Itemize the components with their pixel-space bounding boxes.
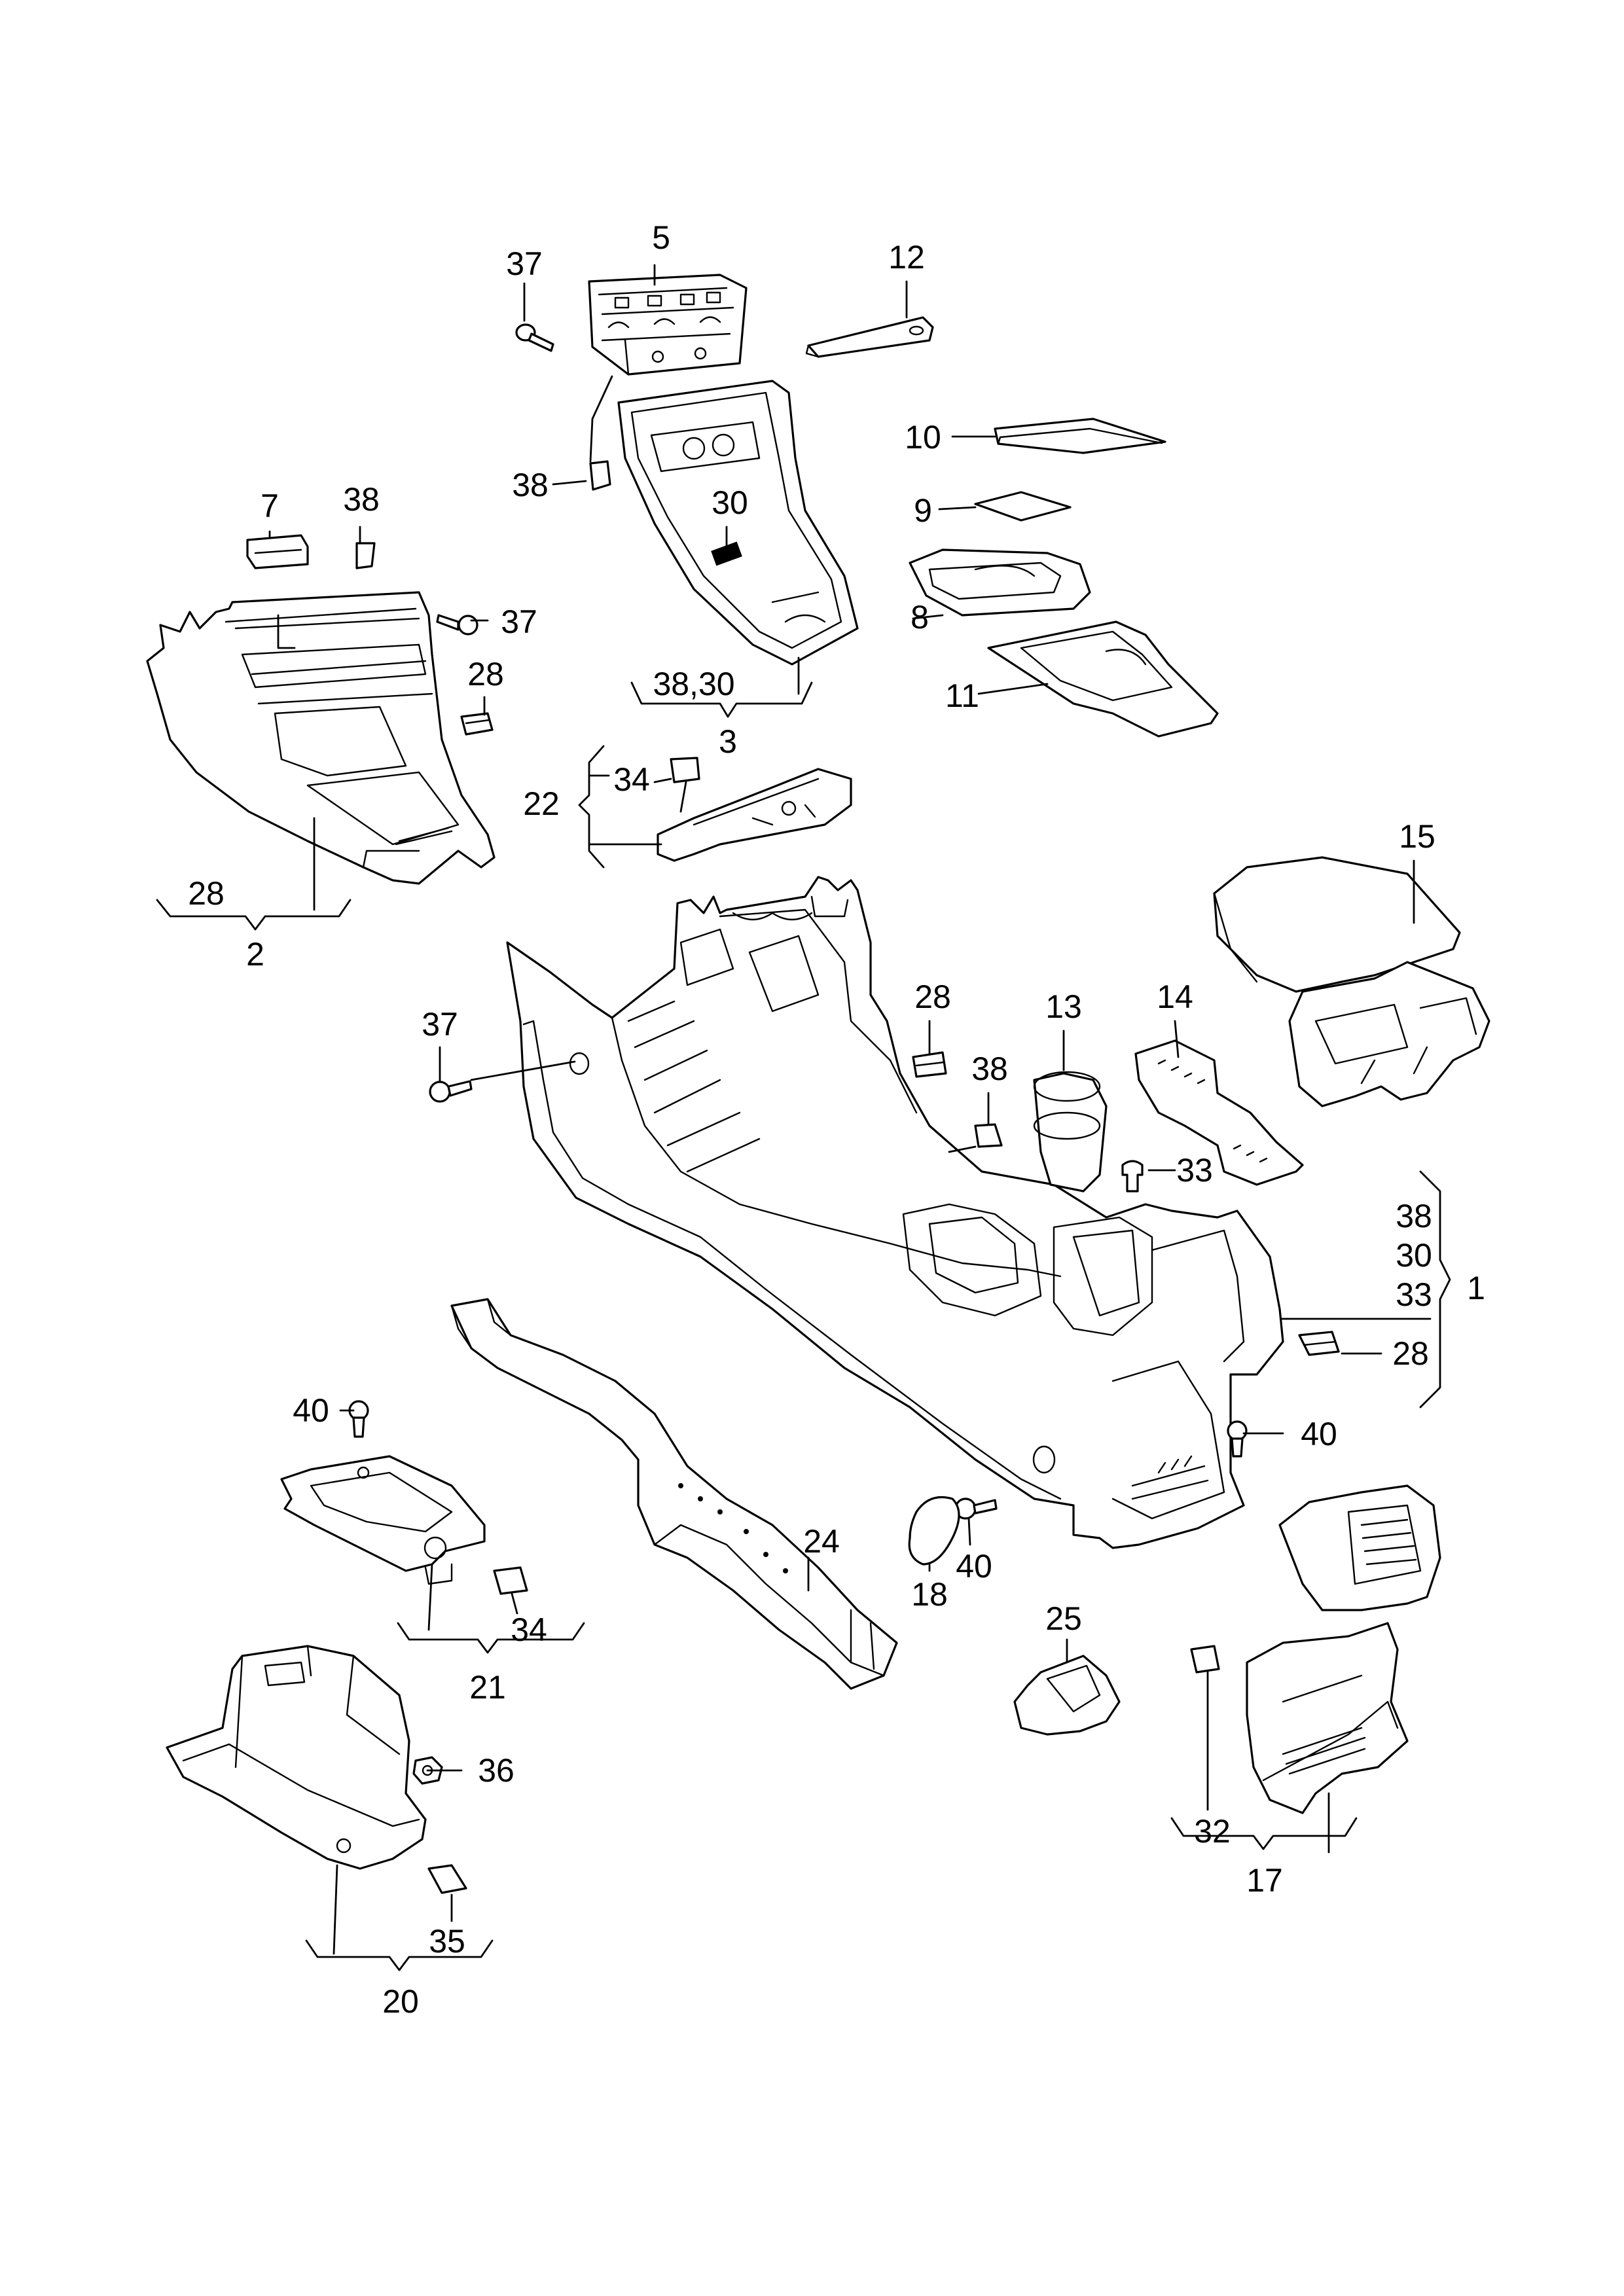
callout-38-panel: 38: [343, 481, 380, 518]
callout-group-1: 1: [1467, 1270, 1485, 1306]
part-37-screw-console: [429, 1080, 473, 1103]
callout-7: 7: [261, 488, 279, 524]
part-3-trim-panel: [617, 380, 859, 666]
callout-8: 8: [911, 599, 929, 636]
callout-25: 25: [1045, 1600, 1082, 1637]
callout-38-30: 38,30: [653, 666, 734, 702]
callout-37-top: 37: [506, 245, 543, 282]
callout-5: 5: [652, 219, 670, 256]
callout-14: 14: [1157, 978, 1193, 1015]
part-25-adapter: [1013, 1655, 1121, 1736]
part-33-plug: [1121, 1160, 1144, 1193]
part-11-cover: [987, 620, 1219, 738]
part-30-switch: [711, 541, 742, 566]
callout-group-17: 17: [1246, 1862, 1283, 1899]
part-10-mat: [994, 418, 1166, 454]
part-37-screw-left-panel: [436, 614, 478, 636]
callout-36: 36: [478, 1752, 514, 1789]
callout-9: 9: [914, 492, 932, 529]
part-22-bracket: [657, 768, 852, 862]
callout-40-left: 40: [293, 1392, 329, 1429]
callout-18: 18: [911, 1576, 948, 1613]
part-21-frame: [280, 1455, 486, 1585]
bracket-group-20: [305, 1939, 494, 1971]
callout-12: 12: [888, 239, 925, 276]
callout-24: 24: [803, 1523, 840, 1560]
bracket-group-2: [156, 899, 352, 931]
callout-28-console: 28: [914, 978, 951, 1015]
part-15-armrest: [1213, 856, 1490, 1107]
part-2-front-panel: [146, 591, 496, 885]
bracket-group-17: [1170, 1817, 1358, 1850]
callout-28-right: 28: [1392, 1335, 1429, 1372]
part-20-storage: [166, 1645, 427, 1870]
callout-33-group1: 33: [1396, 1276, 1432, 1313]
part-37-screw-top: [515, 323, 554, 352]
callout-10: 10: [905, 419, 941, 456]
callout-28-group2: 28: [188, 875, 225, 912]
callout-40-right: 40: [1301, 1416, 1337, 1452]
leader-lines: [268, 264, 1432, 1955]
part-38-clip-a: [589, 460, 611, 491]
part-35-clip: [427, 1864, 467, 1894]
callout-11: 11: [945, 677, 979, 714]
part-12-bracket: [805, 316, 934, 358]
part-28-clip-a: [460, 712, 494, 736]
callout-15: 15: [1399, 818, 1435, 855]
callout-34-lower: 34: [511, 1611, 547, 1648]
callout-group-21: 21: [469, 1669, 506, 1706]
part-32-clip: [1190, 1645, 1220, 1674]
callout-37-console: 37: [422, 1006, 458, 1043]
callout-32: 32: [1194, 1813, 1231, 1850]
callout-group-20: 20: [382, 1983, 419, 2020]
callout-30-group1: 30: [1396, 1237, 1432, 1274]
callout-35: 35: [429, 1923, 465, 1960]
part-13-cupholder: [1033, 1071, 1108, 1193]
callout-13: 13: [1045, 988, 1082, 1025]
bracket-group-21: [397, 1622, 585, 1654]
part-40-screw-left: [348, 1400, 369, 1438]
callout-40-lower: 40: [956, 1548, 992, 1585]
callout-38-top: 38: [512, 467, 549, 503]
part-40-screw-lower: [954, 1498, 998, 1520]
bracket-group-1: [1419, 1170, 1451, 1408]
part-18-cap: [908, 1496, 960, 1566]
part-34-clip-a: [670, 757, 700, 783]
part-14-mat: [1134, 1039, 1304, 1186]
bracket-group-22: [578, 745, 605, 869]
part-9-insert: [974, 491, 1072, 522]
part-38-clip-b: [355, 542, 376, 569]
callout-37-panel: 37: [501, 603, 537, 640]
callout-30: 30: [712, 484, 748, 521]
part-34-clip-b: [493, 1566, 528, 1595]
part-24-air-duct: [450, 1298, 898, 1690]
bracket-group-3: [630, 681, 813, 718]
part-8-tray: [909, 548, 1091, 617]
callout-38-console: 38: [971, 1050, 1008, 1087]
part-38-clip-c: [974, 1123, 1003, 1148]
part-40-screw-right: [1227, 1420, 1248, 1458]
callout-group-2: 2: [246, 936, 264, 973]
callout-group-22: 22: [523, 785, 560, 822]
part-17-rear-vent: [1246, 1484, 1441, 1814]
callout-labels: 37 5 12 38 10 9 7 38 37 30 8 28 11 38,30…: [188, 219, 1485, 2020]
callout-28-panel: 28: [467, 656, 504, 692]
callout-33: 33: [1176, 1152, 1213, 1189]
callout-38-group1: 38: [1396, 1198, 1432, 1234]
part-5-control-unit: [588, 274, 748, 376]
callout-34-upper: 34: [613, 761, 650, 798]
part-1-console-body: [506, 876, 1284, 1549]
callout-group-3: 3: [719, 723, 737, 760]
